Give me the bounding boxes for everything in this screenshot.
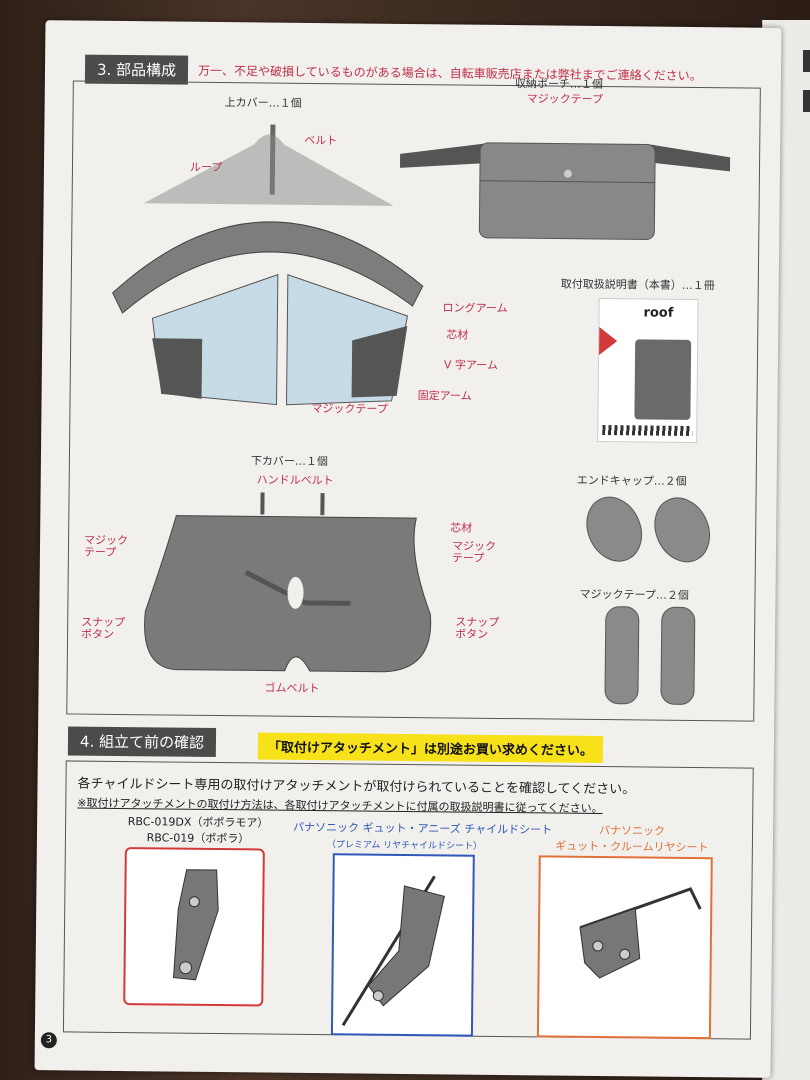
manual-title: 取付取扱説明書（本書）…１冊 xyxy=(560,277,715,293)
label-loop: ループ xyxy=(189,160,223,175)
label-snap-right: スナップ ボタン xyxy=(455,615,500,641)
attachment-highlight: 「取付けアタッチメント」は別途お買い求めください。 xyxy=(257,732,604,764)
manual-page: 3. 部品構成 万一、不足や破損しているものがある場合は、自転車販売店または弊社… xyxy=(34,20,782,1078)
label-rubber-belt: ゴムベルト xyxy=(264,681,320,696)
manual-cover-image: roof xyxy=(597,297,699,444)
label-belt: ベルト xyxy=(304,133,338,148)
label-handle-belt: ハンドルベルト xyxy=(256,473,334,488)
label-core-lower: 芯材 xyxy=(450,521,473,535)
section4-header: 4. 組立て前の確認 xyxy=(67,726,217,757)
label-snap-left: スナップ ボタン xyxy=(81,615,126,641)
pouch-illustration xyxy=(399,142,731,240)
label-long-arm: ロングアーム xyxy=(442,301,508,316)
model-1-name: RBC-019DX（ポポラモア） RBC-019（ポポラ） xyxy=(127,815,269,846)
lower-cover-title: 下カバー…１個 xyxy=(250,454,328,469)
model-1-image xyxy=(123,847,265,1007)
page-number: 3 xyxy=(40,1032,57,1049)
label-magic-tape-pouch: マジックテープ xyxy=(526,92,604,107)
lower-cover-illustration xyxy=(144,492,432,673)
model-2-image xyxy=(330,853,475,1037)
label-magic-tape-left: マジック テープ xyxy=(83,533,129,559)
section4-title: 4. 組立て前の確認 xyxy=(67,726,217,757)
label-magic-tape-upper: マジックテープ xyxy=(311,401,388,416)
label-magic-tape-right: マジック テープ xyxy=(451,539,497,565)
upper-cover-illustration xyxy=(112,124,424,406)
manual-cover-logo: roof xyxy=(643,305,674,321)
model-3-name: パナソニック ギュット・クルームリヤシート xyxy=(555,824,709,855)
label-v-arm: V 字アーム xyxy=(443,358,499,372)
model-2-name: パナソニック ギュット・アニーズ チャイルドシート xyxy=(293,820,553,837)
model-3-image xyxy=(536,855,713,1040)
magic-tape-strip-1 xyxy=(604,606,640,705)
pouch-title: 収納ポーチ…１個 xyxy=(514,77,603,92)
end-cap-title: エンドキャップ…２個 xyxy=(576,473,687,488)
label-core-upper: 芯材 xyxy=(446,328,469,342)
end-cap-illustration xyxy=(586,496,711,563)
upper-cover-title: 上カバー…１個 xyxy=(224,96,302,110)
magic-tape-parts-title: マジックテープ…２個 xyxy=(579,587,689,602)
model-2-sub: （プレミアム リヤチャイルドシート） xyxy=(326,840,483,852)
section3-note: 万一、不足や破損しているものがある場合は、自転車販売店または弊社までご連絡くださ… xyxy=(198,63,702,84)
magic-tape-strip-2 xyxy=(660,606,696,706)
label-fixed-arm: 固定アーム xyxy=(417,389,472,403)
